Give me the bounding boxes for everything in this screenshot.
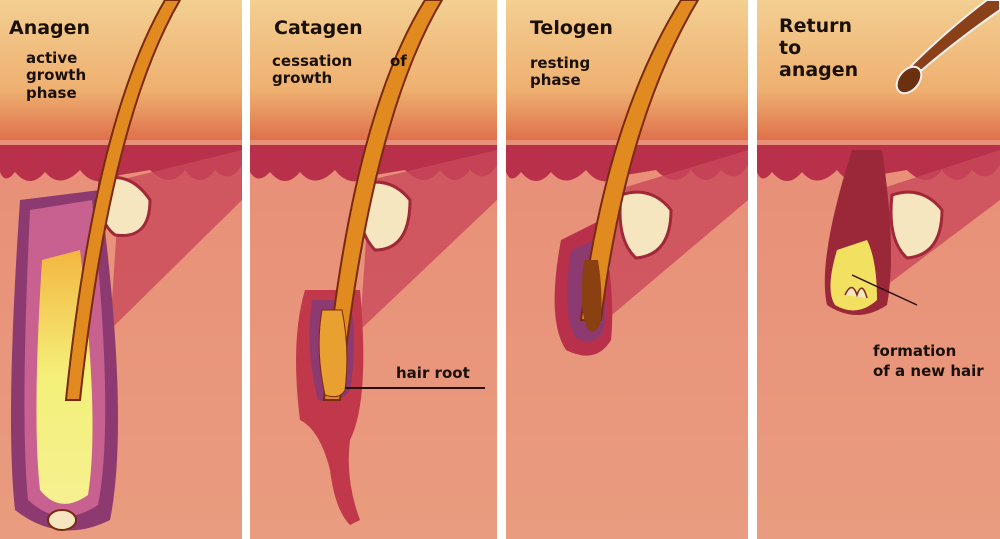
phase-subtitle: cessation growth [272, 52, 353, 88]
phase-subtitle: resting phase [530, 54, 591, 90]
phase-title: Telogen [530, 17, 613, 39]
subtitle-line: cessation [272, 52, 353, 70]
title-line: Return [779, 15, 853, 37]
subtitle-line: active [26, 49, 78, 67]
subtitle-line: phase [530, 71, 581, 90]
phase-title: Anagen [9, 17, 91, 39]
catagen-illustration [250, 0, 497, 539]
phase-title: Return to anagen [779, 15, 859, 82]
phase-title: Catagen [274, 17, 363, 39]
hair-root-label: hair root [396, 364, 470, 382]
title-line: anagen [779, 58, 859, 81]
stray-word: of [390, 52, 407, 70]
subtitle-line: resting [530, 54, 591, 72]
subtitle-line: phase [26, 83, 77, 102]
panel-catagen: Catagen cessation growth of hair root [250, 0, 497, 539]
subtitle-line: growth [272, 69, 333, 88]
label-line: formation [873, 342, 957, 360]
panel-return-to-anagen: Return to anagen formation of a new hair [757, 0, 1000, 539]
new-hair-label: formation of a new hair [873, 342, 984, 381]
title-line: to [779, 36, 802, 59]
panel-telogen: Telogen resting phase [506, 0, 748, 539]
return-to-anagen-illustration [757, 0, 1000, 539]
label-line: of a new hair [873, 361, 984, 380]
subtitle-line: growth [26, 66, 87, 85]
panel-anagen: Anagen active growth phase [0, 0, 242, 539]
telogen-illustration [506, 0, 748, 539]
anagen-illustration [0, 0, 242, 539]
phase-subtitle: active growth phase [26, 49, 87, 102]
